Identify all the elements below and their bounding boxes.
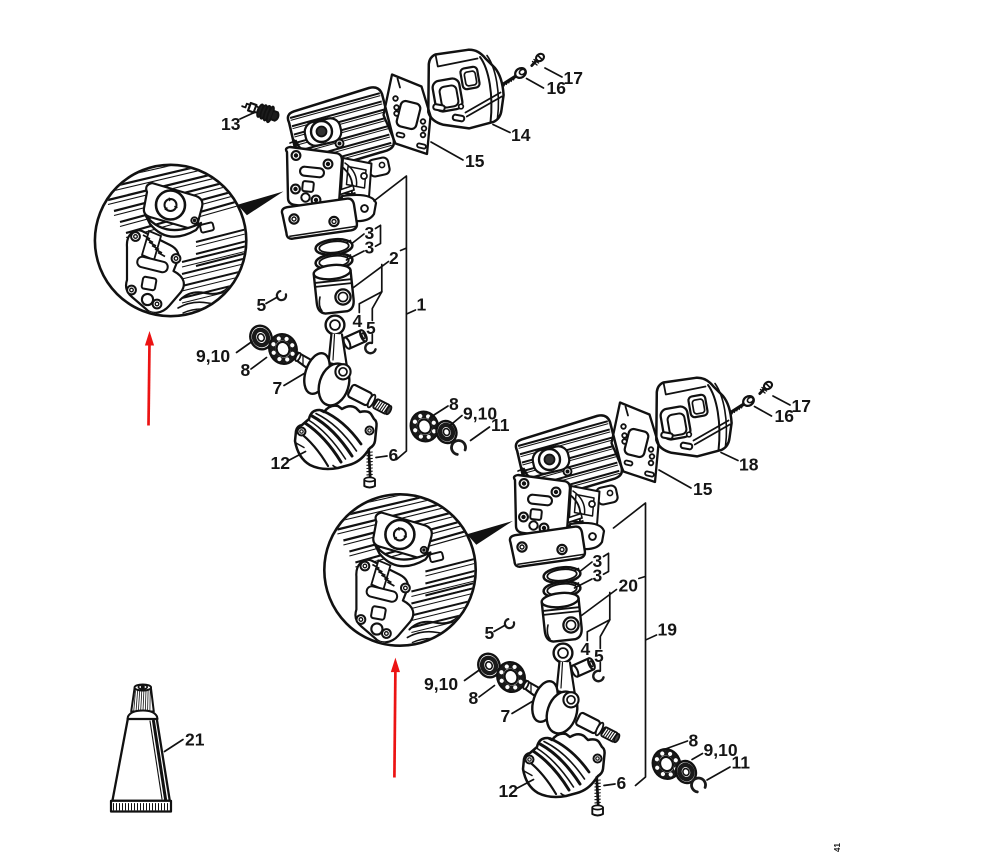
svg-text:11: 11 bbox=[732, 753, 751, 773]
svg-text:20: 20 bbox=[619, 576, 639, 596]
svg-text:9,10: 9,10 bbox=[463, 404, 497, 424]
svg-text:1: 1 bbox=[417, 295, 427, 315]
svg-text:19: 19 bbox=[658, 620, 678, 640]
svg-text:18: 18 bbox=[739, 455, 759, 475]
svg-text:2: 2 bbox=[389, 248, 399, 268]
svg-text:11: 11 bbox=[491, 415, 510, 435]
svg-text:8: 8 bbox=[689, 731, 699, 751]
svg-text:13: 13 bbox=[221, 114, 241, 134]
svg-text:9,10: 9,10 bbox=[704, 740, 738, 760]
svg-text:41: 41 bbox=[833, 843, 842, 852]
svg-text:14: 14 bbox=[511, 125, 531, 145]
svg-text:21: 21 bbox=[185, 730, 205, 750]
svg-text:8: 8 bbox=[449, 394, 459, 414]
